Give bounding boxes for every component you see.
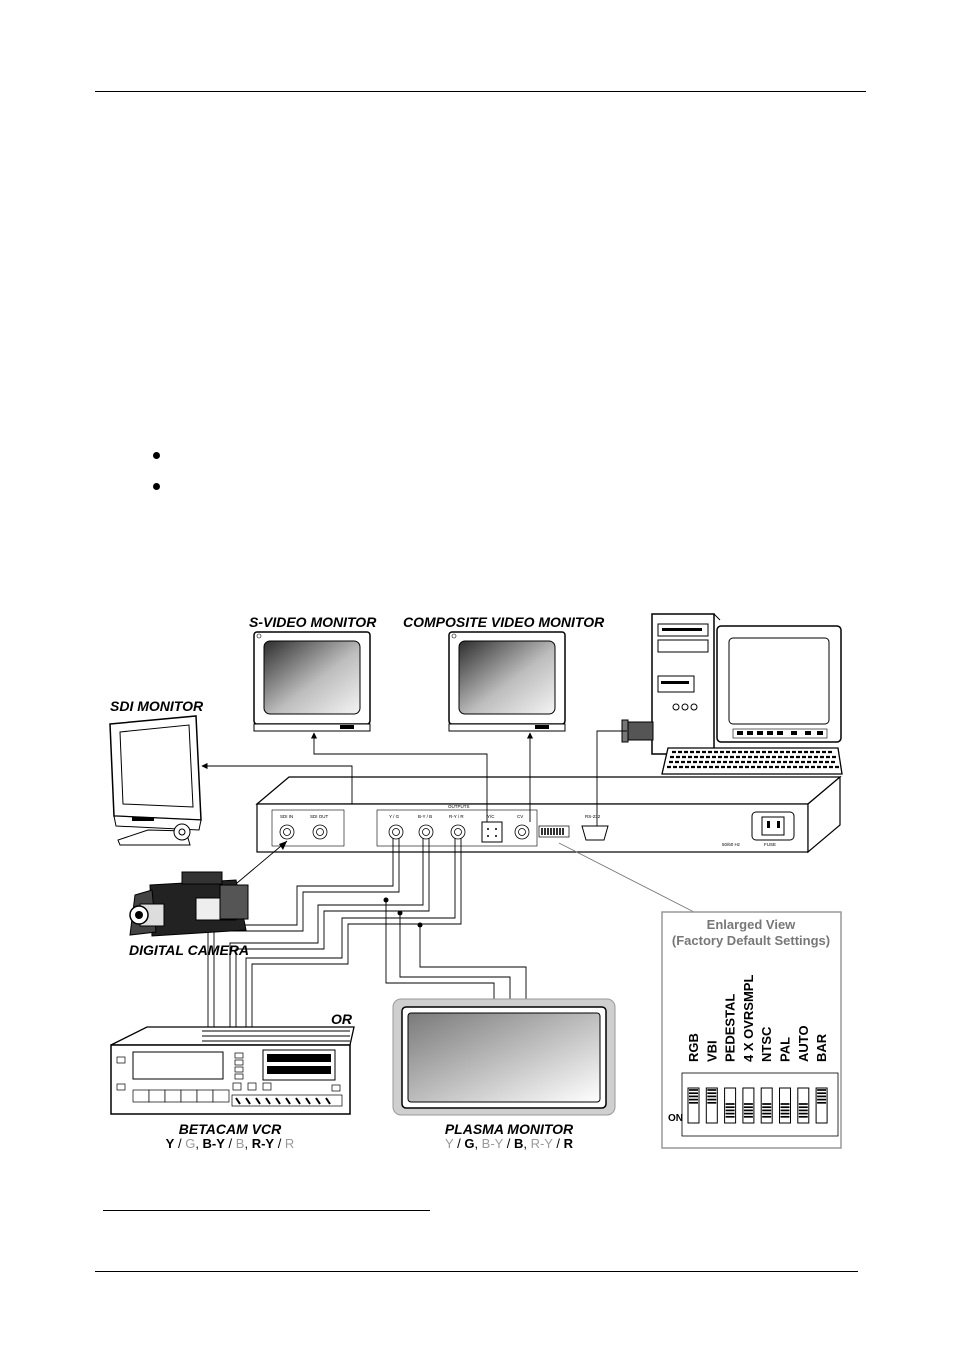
signal-token: B-Y [482,1136,504,1151]
signal-token: / [553,1136,564,1151]
dip-switch-label: NTSC [759,1026,774,1062]
digital-camera-label: DIGITAL CAMERA [129,942,249,958]
output-yg-label: Y / G [389,814,400,819]
dip-switch-label: VBI [704,1040,719,1062]
output-yc-label: Y/C [487,814,495,819]
pc-icon [621,613,843,775]
digital-camera-icon [129,871,249,937]
dip-switch-label: RGB [686,1033,701,1062]
signal-token: / [174,1136,185,1151]
plasma-signal-legend: Y / G, B-Y / B, R-Y / R [445,1136,574,1151]
dip-switch-label: PEDESTAL [723,994,738,1062]
signal-token: Y [445,1136,454,1151]
sdi-monitor-label: SDI MONITOR [110,698,204,714]
signal-token: R [285,1136,294,1151]
signal-token: / [225,1136,236,1151]
or-label: OR [331,1011,353,1027]
signal-token: B-Y [203,1136,226,1151]
signal-token: B [236,1136,245,1151]
plasma-monitor-icon [392,998,616,1116]
bullet-point [153,452,160,459]
signal-token: B [514,1136,523,1151]
signal-token: G [185,1136,195,1151]
on-label: ON [668,1113,683,1124]
dip-switch [705,1087,718,1124]
signal-token: , [523,1136,530,1151]
signal-token: , [195,1136,202,1151]
dip-switch-label: 4 X OVRSMPL [741,975,756,1062]
dip-switch [687,1087,700,1124]
composite-monitor-label: COMPOSITE VIDEO MONITOR [403,614,605,630]
betacam-vcr-icon [110,1026,355,1115]
dip-switch-label: AUTO [796,1025,811,1062]
dip-switch [797,1087,810,1124]
device-rear-panel: SDI IN SDI OUT OUTPUTS Y / G B-Y / B R-Y… [255,775,842,854]
enlarged-view-subtitle: (Factory Default Settings) [672,933,830,948]
svideo-monitor-icon [253,631,371,732]
power-hz-label: 50/60 Hz [722,842,741,847]
enlarged-view-title: Enlarged View [707,917,797,932]
betacam-vcr-label: BETACAM VCR [179,1121,282,1137]
signal-token: R [564,1136,574,1151]
signal-token: R-Y [252,1136,275,1151]
dip-switch [779,1087,791,1124]
arrow-icon [279,841,287,850]
bullet-point [153,483,160,490]
enlarged-view-panel: Enlarged View (Factory Default Settings)… [661,911,842,1149]
composite-monitor-icon [448,631,566,732]
signal-token: , [244,1136,251,1151]
signal-token: / [274,1136,285,1151]
vcr-signal-legend: Y / G, B-Y / B, R-Y / R [166,1136,295,1151]
fuse-label: FUSE [764,842,776,847]
signal-token: , [474,1136,481,1151]
dip-switch-label: BAR [814,1033,829,1062]
sdi-monitor-icon [109,715,202,846]
output-ryr-label: R-Y / R [449,814,464,819]
header-rule [95,91,866,92]
output-cv-label: CV [517,814,523,819]
svideo-monitor-label: S-VIDEO MONITOR [249,614,377,630]
sdi-in-label: SDI IN [280,814,293,819]
dip-switch-label: PAL [778,1037,793,1062]
dip-switch [742,1087,755,1124]
sdi-out-label: SDI OUT [310,814,329,819]
dip-switch [815,1087,828,1124]
signal-token: Y [166,1136,175,1151]
signal-token: / [453,1136,464,1151]
outputs-label: OUTPUTS [448,804,470,809]
plasma-monitor-label: PLASMA MONITOR [445,1121,574,1137]
footer-rule [95,1271,858,1272]
footnote-rule [103,1210,430,1211]
rs232-label: RS-232 [585,814,601,819]
output-byb-label: B-Y / B [418,814,432,819]
dip-switch [760,1087,773,1124]
signal-token: / [503,1136,514,1151]
dip-switch [724,1087,737,1124]
signal-token: G [464,1136,474,1151]
signal-token: R-Y [531,1136,554,1151]
